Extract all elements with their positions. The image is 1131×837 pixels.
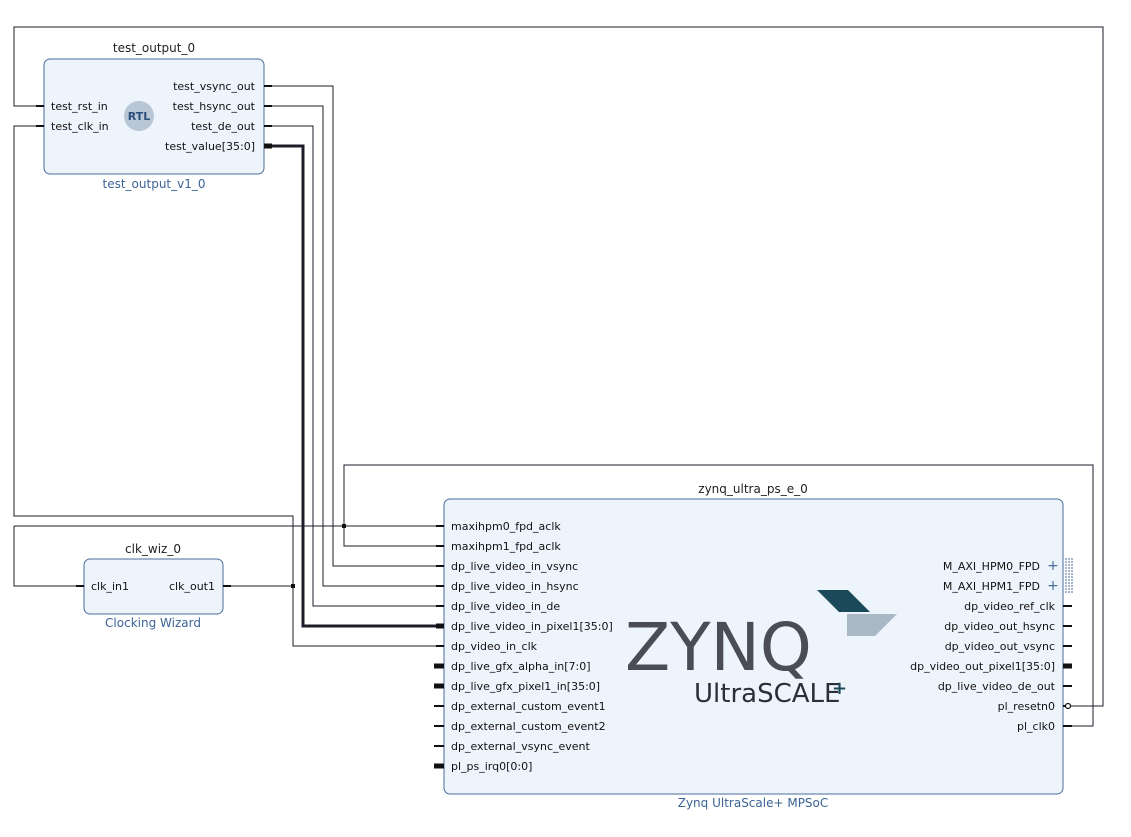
zynq-logo: ZYNQ UltraSCALE + <box>625 590 897 709</box>
pin-label: dp_live_gfx_pixel1_in[35:0] <box>451 680 600 693</box>
expand-plus-icon[interactable]: + <box>1047 558 1059 574</box>
logo-chevron-light <box>847 614 897 636</box>
net-pl-resetn0[interactable] <box>13 26 1104 707</box>
pin-label: M_AXI_HPM0_FPD <box>943 560 1040 573</box>
net-pl-clk0[interactable] <box>343 464 1094 727</box>
pin-label: clk_in1 <box>91 580 129 593</box>
pin-label: dp_live_gfx_alpha_in[7:0] <box>451 660 591 673</box>
rtl-badge-label: RTL <box>128 110 151 123</box>
pin-label: test_de_out <box>191 120 256 133</box>
pin-label: dp_live_video_in_hsync <box>451 580 579 593</box>
junction-dot <box>291 584 295 588</box>
logo-sub-text: UltraSCALE <box>694 679 840 709</box>
block-ip-name: Clocking Wizard <box>105 616 201 630</box>
pin-label: maxihpm1_fpd_aclk <box>451 540 561 553</box>
clk-wiz-block[interactable]: clk_wiz_0 clk_in1 clk_out1 Clocking Wiza… <box>76 542 231 630</box>
pin-label: clk_out1 <box>169 580 215 593</box>
pin-label: dp_external_custom_event2 <box>451 720 606 733</box>
block-instance-name: test_output_0 <box>113 41 195 55</box>
logo-main-text: ZYNQ <box>625 609 812 686</box>
block-ip-name: Zynq UltraScale+ MPSoC <box>678 796 829 810</box>
net-clk-in1-loop[interactable] <box>13 526 78 587</box>
pin-label: dp_video_ref_clk <box>964 600 1056 613</box>
pin-label: dp_external_vsync_event <box>451 740 591 753</box>
pin-label: dp_video_in_clk <box>451 640 538 653</box>
pin-label: dp_video_out_pixel1[35:0] <box>910 660 1055 673</box>
nets <box>13 26 1104 727</box>
pin-label: dp_live_video_in_de <box>451 600 560 613</box>
net-test-hsync[interactable] <box>270 105 437 587</box>
active-low-bubble-icon <box>1064 702 1072 710</box>
net-test-vsync[interactable] <box>270 85 437 567</box>
block-ip-name: test_output_v1_0 <box>103 177 206 191</box>
zynq-input-pins: maxihpm0_fpd_aclk maxihpm1_fpd_aclk dp_l… <box>434 520 613 773</box>
zynq-block[interactable]: zynq_ultra_ps_e_0 ZYNQ UltraSCALE + ma <box>434 482 1073 810</box>
pin-label: dp_live_video_in_vsync <box>451 560 578 573</box>
pin-label: dp_video_out_vsync <box>945 640 1055 653</box>
test-output-block[interactable]: test_output_0 RTL test_rst_in test_clk_i… <box>36 41 272 191</box>
zynq-output-pins: + + M_AXI_HPM0_FPD M_AXI_HPM1_FPD dp_vid… <box>910 558 1073 733</box>
pin-label: pl_ps_irq0[0:0] <box>451 760 532 773</box>
net-clk-out1[interactable] <box>230 585 437 647</box>
block-body[interactable] <box>43 58 265 175</box>
pin-label: test_clk_in <box>51 120 109 133</box>
pin-label: test_value[35:0] <box>165 140 255 153</box>
logo-plus: + <box>832 678 847 699</box>
pin-label: dp_external_custom_event1 <box>451 700 606 713</box>
net-test-value-bus[interactable] <box>270 144 437 628</box>
pin-label: test_vsync_out <box>173 80 256 93</box>
pin-label: maxihpm0_fpd_aclk <box>451 520 561 533</box>
pin-label: dp_live_video_in_pixel1[35:0] <box>451 620 613 633</box>
pin-label: dp_live_video_de_out <box>938 680 1056 693</box>
block-instance-name: clk_wiz_0 <box>125 542 181 556</box>
expand-plus-icon[interactable]: + <box>1047 578 1059 594</box>
pin-label: test_hsync_out <box>173 100 256 113</box>
pin-label: M_AXI_HPM1_FPD <box>943 580 1040 593</box>
block-instance-name: zynq_ultra_ps_e_0 <box>698 482 807 496</box>
junction-dot <box>342 524 346 528</box>
rtl-badge-icon <box>124 101 154 131</box>
logo-chevron-dark <box>817 590 870 612</box>
pin-label: pl_resetn0 <box>998 700 1055 713</box>
net-test-de[interactable] <box>270 125 437 607</box>
net-clk-out1-up[interactable] <box>13 125 294 586</box>
pin-label: dp_video_out_hsync <box>944 620 1055 633</box>
pin-label: pl_clk0 <box>1017 720 1055 733</box>
pin-label: test_rst_in <box>51 100 108 113</box>
